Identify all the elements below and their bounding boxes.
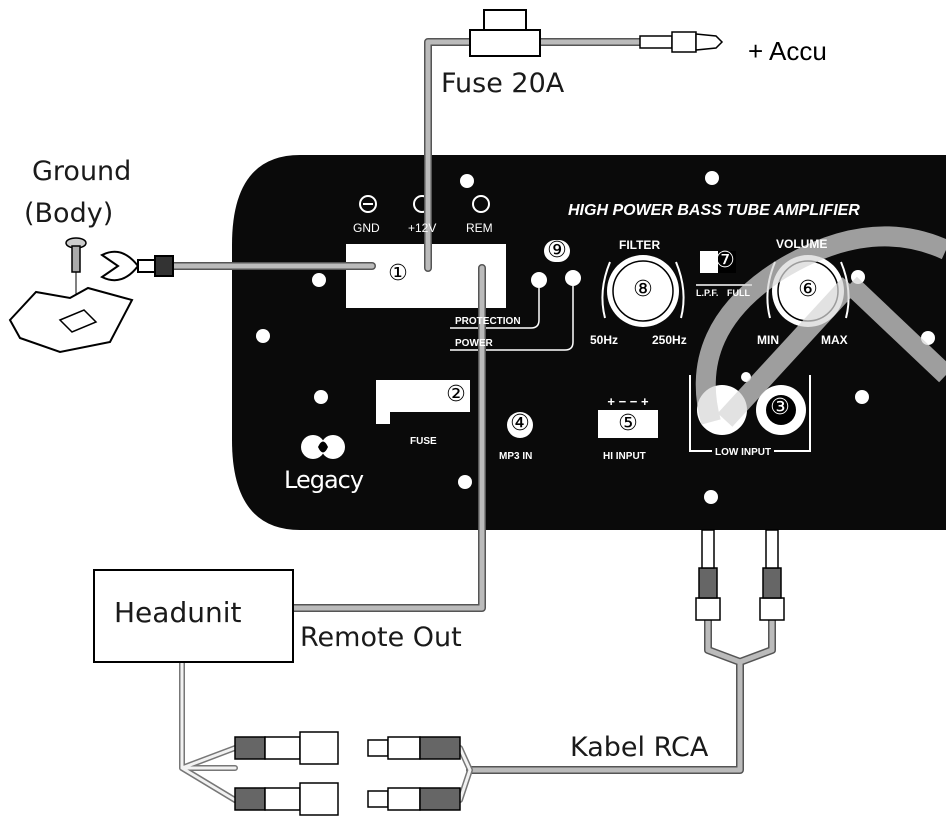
marker-4: ④ (510, 411, 530, 436)
body-label: (Body) (24, 198, 114, 229)
filter-label: FILTER (619, 238, 661, 252)
protection-label: PROTECTION (455, 316, 521, 327)
hi-input-connector (598, 410, 658, 438)
marker-5: ⑤ (618, 411, 638, 436)
mp3-in-label: MP3 IN (499, 451, 533, 462)
volume-label: VOLUME (776, 237, 828, 251)
filter-knob (607, 255, 679, 327)
accu-connector-icon (639, 31, 724, 53)
hz250-label: 250Hz (652, 333, 687, 347)
marker-6: ⑥ (798, 277, 818, 302)
ground-lug-icon (100, 250, 174, 282)
headunit-label: Headunit (114, 596, 242, 629)
min-label: MIN (757, 333, 779, 347)
hi-input-label: HI INPUT (603, 451, 646, 462)
fuse-panel-label: FUSE (410, 436, 437, 447)
ground-screw-icon (65, 237, 87, 318)
marker-3: ③ (770, 395, 790, 420)
kabel-rca-label: Kabel RCA (570, 732, 709, 763)
marker-2: ② (446, 382, 466, 407)
fuse-20a-icon (469, 29, 541, 57)
protection-led (531, 272, 547, 288)
mounting-holes (256, 171, 935, 504)
marker-8: ⑧ (633, 277, 653, 302)
watermark-arrow-icon (695, 226, 946, 427)
wires (168, 38, 776, 803)
power-label: POWER (455, 338, 493, 349)
rem-label: REM (466, 221, 493, 235)
rem-symbol-icon (472, 195, 490, 213)
marker-1: ① (388, 261, 408, 286)
power-led (565, 270, 581, 286)
gnd-label: GND (353, 221, 380, 235)
gnd-symbol-icon (359, 195, 377, 213)
marker-9: ⑨ (544, 240, 570, 262)
full-label: FULL (727, 288, 750, 298)
plus12v-label: +12V (408, 221, 437, 235)
panel-title: HIGH POWER BASS TUBE AMPLIFIER (568, 202, 860, 219)
rca-plugs-icon (234, 529, 785, 816)
mp3-in-jack (507, 412, 533, 438)
hz50-label: 50Hz (590, 333, 619, 347)
lpf-label: L.P.F. (696, 288, 719, 298)
max-label: MAX (821, 333, 848, 347)
hi-input-polarity: + − − + (607, 394, 649, 409)
fuse-holder (376, 380, 470, 424)
headunit-box (93, 569, 294, 663)
ground-label: Ground (32, 156, 132, 187)
remote-out-label: Remote Out (300, 622, 462, 653)
legacy-logo-icon (301, 435, 325, 459)
brand-logo-text: Legacy (284, 466, 364, 494)
fuse-label: Fuse 20A (441, 68, 565, 99)
low-input-label: LOW INPUT (712, 447, 775, 458)
accu-label: + Accu (748, 36, 827, 66)
marker-7: ⑦ (715, 248, 735, 273)
